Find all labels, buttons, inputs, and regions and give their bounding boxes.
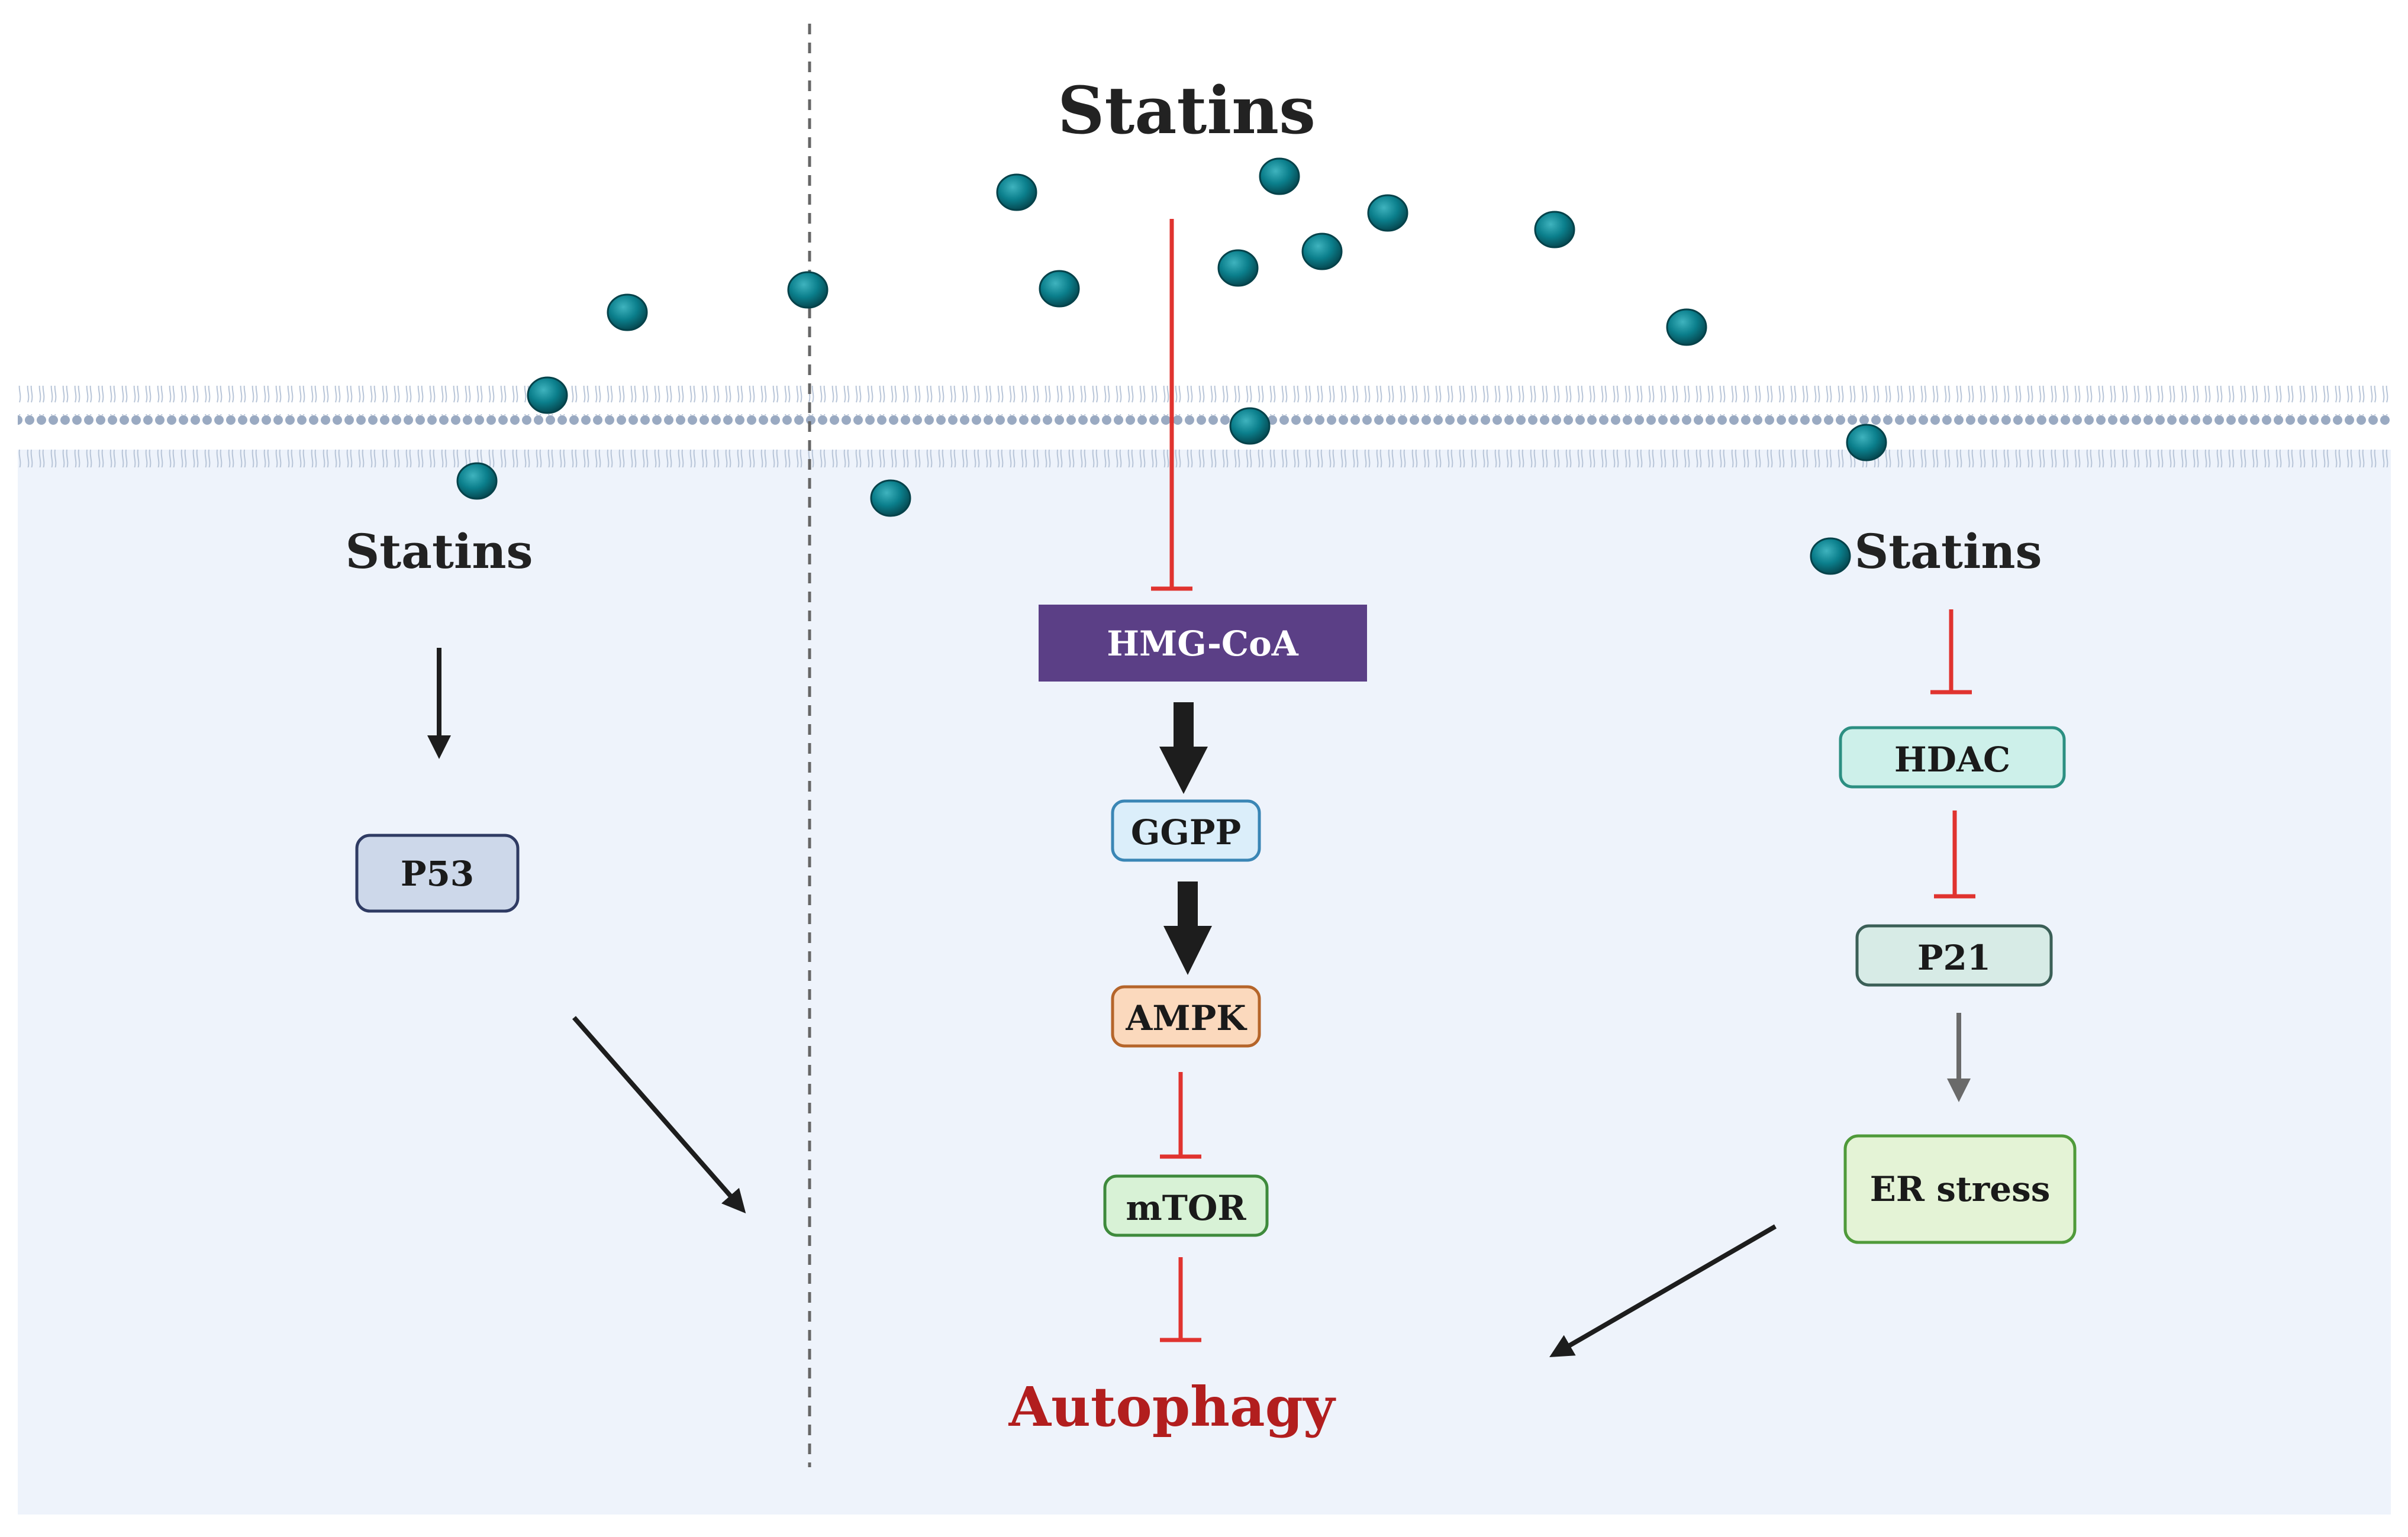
ampk-label: AMPK	[1125, 998, 1247, 1038]
ggpp-label: GGPP	[1131, 812, 1241, 853]
statin-molecule-icon	[607, 293, 648, 331]
p53-label: P53	[401, 854, 474, 894]
statins-inhibits-hmgcoa	[1151, 219, 1192, 591]
statin-molecule-icon	[1039, 270, 1080, 308]
hmgcoa-to-ggpp-arrow	[1159, 702, 1208, 794]
statin-molecule-icon	[527, 376, 568, 414]
statin-molecule-icon	[1534, 211, 1575, 248]
hdac-inhibits-p21	[1934, 811, 1975, 899]
statin-molecule-icon	[1259, 157, 1300, 195]
top-statins-label: Statins	[1058, 72, 1316, 148]
ampk-node	[1111, 985, 1261, 1048]
statin-molecule-icon	[1846, 424, 1887, 461]
mtor-inhibits-autophagy	[1160, 1257, 1201, 1342]
statin-molecule-icon	[870, 479, 911, 517]
hdac-label: HDAC	[1894, 740, 2010, 780]
er-stress-node	[1843, 1134, 2077, 1244]
cell-membrane	[18, 386, 2391, 467]
statin-molecule-icon	[1810, 537, 1851, 575]
hmgcoa-label: HMG-CoA	[1107, 624, 1299, 664]
statin-molecule-icon	[1229, 407, 1271, 445]
hdac-node	[1839, 726, 2066, 789]
statin-molecule-icon	[1367, 194, 1408, 232]
p21-label: P21	[1917, 938, 1991, 978]
statin-molecule-icon	[787, 271, 829, 309]
statin-molecule-icon	[1301, 233, 1343, 270]
statin-molecule-icon	[1666, 308, 1707, 346]
hmgcoa-node	[1039, 605, 1367, 682]
er-stress-label: ER stress	[1870, 1169, 2051, 1209]
ggpp-node	[1111, 799, 1261, 862]
autophagy-label: Autophagy	[1008, 1375, 1336, 1439]
statin-molecule-icon	[456, 462, 498, 500]
ampk-inhibits-mtor	[1160, 1072, 1201, 1159]
p53-node	[355, 834, 520, 913]
er-stress-to-autophagy-arrow	[1549, 1224, 1777, 1358]
mtor-label: mTOR	[1126, 1188, 1246, 1228]
statin-molecule-icon	[996, 173, 1037, 211]
mtor-node	[1103, 1174, 1269, 1237]
statins-inhibits-hdac	[1930, 609, 1972, 695]
ggpp-to-ampk-arrow	[1163, 881, 1212, 975]
statin-molecule-icon	[1217, 249, 1259, 287]
p21-node	[1855, 924, 2053, 987]
left-statins-label: Statins	[345, 524, 533, 579]
p53-to-autophagy-arrow	[572, 1016, 746, 1214]
statin-molecules	[456, 157, 1887, 575]
right-statins-label: Statins	[1854, 524, 2042, 579]
